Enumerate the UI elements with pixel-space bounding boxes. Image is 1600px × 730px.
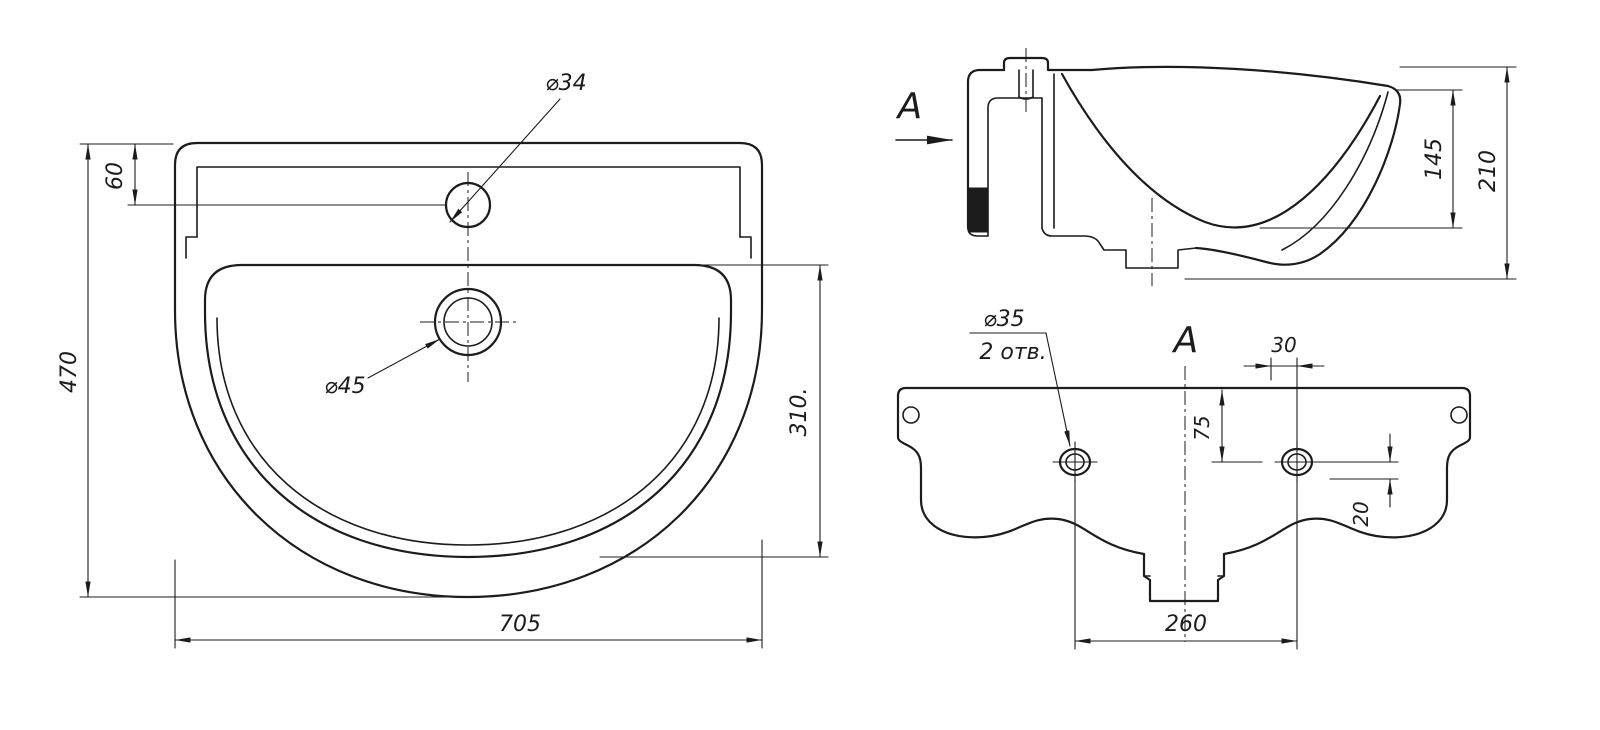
rear-view-label: A (1172, 320, 1199, 361)
dim-30-label: 30 (1271, 333, 1296, 357)
extension-lines-side-view (1184, 66, 1517, 280)
bottom-profile (1041, 227, 1197, 269)
rim-step-right (739, 236, 752, 259)
rear-outline-left (896, 386, 1472, 556)
dim-145-label: 145 (1422, 138, 1447, 180)
rear-outline-right (896, 435, 1146, 556)
section-arrow-label: A (896, 86, 923, 127)
inner-bowl-curve (1060, 72, 1382, 229)
dim-210-label: 210 (1476, 150, 1501, 192)
extension-lines-rear-view (1074, 357, 1399, 650)
back-wall-outline (966, 68, 1006, 230)
dim-470-label: 470 (57, 351, 82, 393)
inner-rim-line (1281, 91, 1389, 251)
dim-260-label: 260 (1165, 612, 1207, 637)
bowl-inner-line (216, 317, 720, 546)
rim-deck-line (196, 166, 741, 238)
extension-lines-top-view (79, 143, 829, 649)
drain-boss (1142, 552, 1226, 603)
holes-diameter-label: ⌀35 (983, 307, 1024, 332)
side-view: A 145 210 (895, 48, 1517, 286)
dim-60-label: 60 (103, 162, 128, 190)
dim-75-label: 75 (1190, 415, 1214, 440)
channel-lines (1041, 73, 1055, 229)
rim-step-left (185, 236, 198, 259)
front-outer-curve (1194, 84, 1402, 266)
tap-boss (1002, 56, 1094, 72)
rear-view: A ⌀35 2 отв. 30 75 20 260 (896, 307, 1472, 650)
deck-top-edge (1090, 65, 1390, 88)
mount-hole-right (1450, 406, 1468, 424)
fix-hole-crosses (1052, 441, 1320, 483)
drain-dia-label: ⌀45 (324, 374, 365, 399)
top-view: 470 60 ⌀34 ⌀45 310. 705 (57, 71, 829, 649)
dim-705-label: 705 (499, 612, 541, 637)
leader-faucet-dia (449, 98, 561, 223)
bracket-section-fill (968, 187, 988, 233)
bowl-outline (203, 263, 733, 559)
dim-310-label: 310. (787, 388, 812, 437)
leader-drain-dia (367, 338, 441, 379)
bracket-hook (967, 97, 1043, 237)
faucet-dia-label: ⌀34 (545, 71, 586, 96)
holes-count-label: 2 отв. (979, 340, 1046, 365)
hole-note-leader (1045, 332, 1071, 447)
dim-20-label: 20 (1349, 501, 1373, 526)
sink-outer-outline (173, 141, 764, 599)
mount-hole-left (902, 406, 920, 424)
